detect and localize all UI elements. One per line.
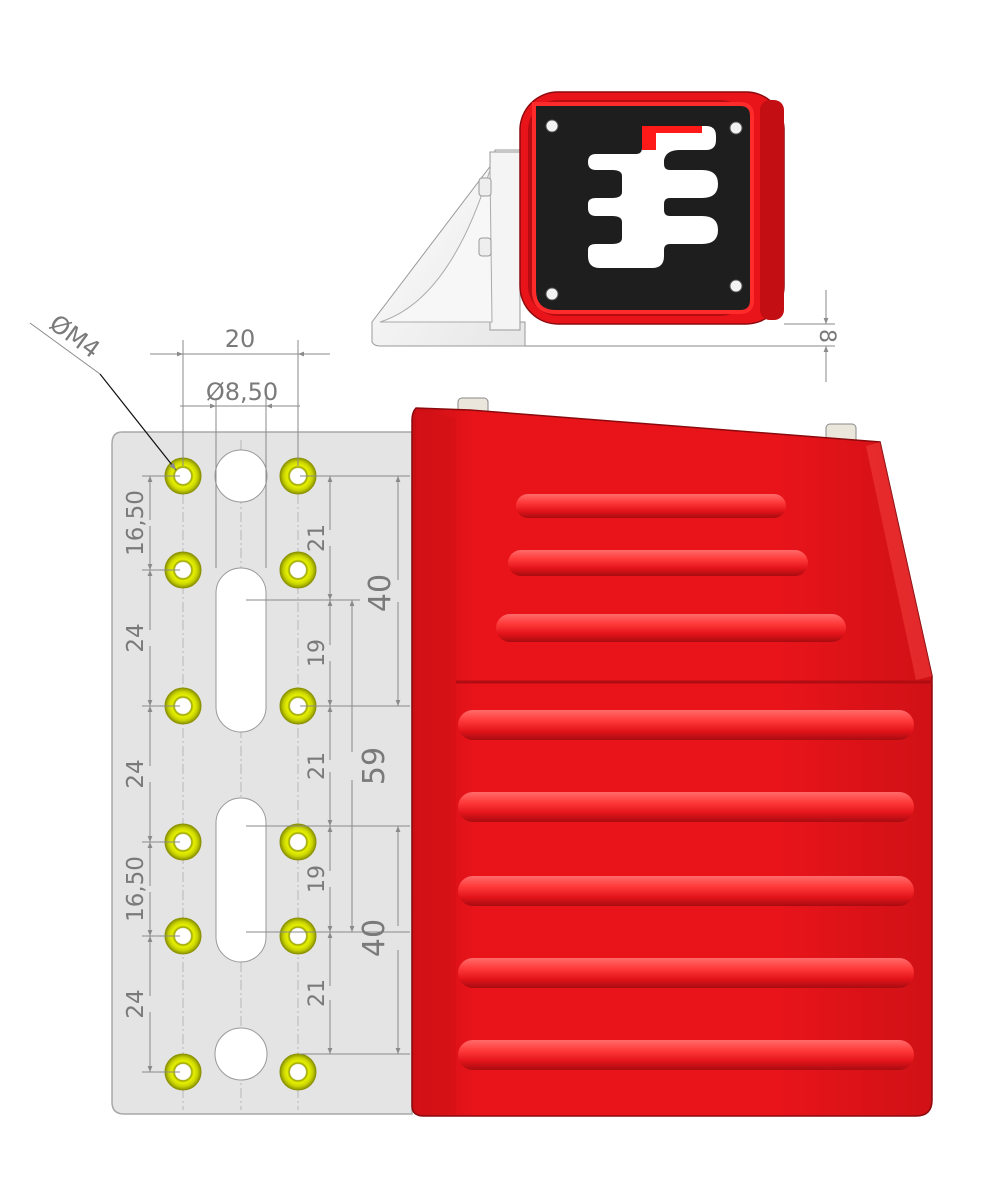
dim-label-21-b: 21 (305, 752, 330, 780)
dim-outer-chain: 40 59 40 (349, 476, 401, 1054)
round-hole-top (214, 449, 268, 503)
dim-slot-width: Ø8,50 (180, 378, 300, 568)
dim-label-40-b: 40 (357, 919, 392, 957)
dim-left-chain: 16,50 24 24 16,50 24 (123, 475, 180, 1073)
shift-pattern-cutout (588, 126, 718, 268)
mounting-plate (111, 431, 413, 1115)
housing-end-view (519, 91, 785, 325)
mounting-bracket (371, 149, 526, 347)
slot-upper (215, 567, 267, 733)
dim-label-21-a: 21 (305, 524, 330, 552)
upper-ribs (496, 494, 846, 642)
m4-hole (279, 917, 317, 955)
dim-label-20: 20 (225, 325, 256, 353)
dim-label-24-c: 24 (123, 989, 149, 1018)
dim-label-16-50-b: 16,50 (123, 856, 149, 922)
housing-side-view (411, 397, 933, 1117)
lower-ribs (458, 710, 914, 1070)
dim-label-24-b: 24 (123, 759, 149, 788)
m4-hole (279, 823, 317, 861)
dim-label-59: 59 (357, 747, 392, 785)
slot-lower (215, 797, 267, 963)
dim-label-16-50-a: 16,50 (123, 490, 149, 556)
dim-label-19-a: 19 (305, 639, 330, 667)
plate-dimensions: ØM4 20 Ø8,50 (29, 309, 410, 1073)
dim-hole-spacing: 20 (150, 325, 330, 466)
dim-label-21-c: 21 (305, 979, 330, 1007)
m4-hole (279, 1053, 317, 1091)
dim-label-19-b: 19 (305, 865, 330, 893)
dim-label-40-a: 40 (363, 574, 398, 612)
dim-label-slot: Ø8,50 (206, 378, 278, 406)
round-hole-bottom (214, 1027, 268, 1081)
dim-label-8: 8 (814, 329, 839, 343)
m4-hole (279, 551, 317, 589)
dim-label-24-a: 24 (123, 623, 149, 652)
dim-right-chain: 21 19 21 19 21 (246, 475, 410, 1055)
top-view: 8 (371, 91, 839, 382)
dim-top-height: 8 (525, 290, 839, 382)
